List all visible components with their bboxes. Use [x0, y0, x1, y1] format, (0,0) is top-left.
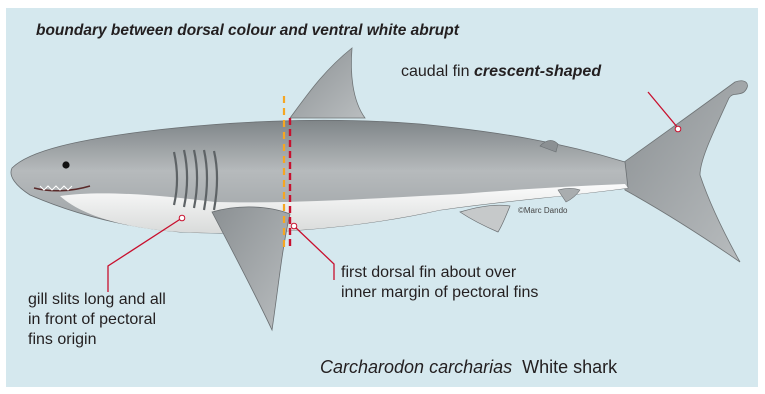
eye	[62, 161, 69, 168]
scientific-name: Carcharodon carcharias	[320, 357, 512, 377]
caudal-label-emphasis: crescent-shaped	[474, 63, 601, 80]
gill-label-line-2: in front of pectoral	[28, 310, 166, 330]
common-name: White shark	[522, 357, 617, 377]
dorsal-fin-label: first dorsal fin about over inner margin…	[341, 263, 538, 303]
artist-credit: ©Marc Dando	[518, 206, 567, 215]
dorsal-leader-line	[294, 226, 334, 280]
caudal-leader-line	[648, 92, 678, 128]
first-dorsal-fin	[290, 48, 365, 118]
gill-slits-label: gill slits long and all in front of pect…	[28, 290, 166, 350]
dorsal-label-line-2: inner margin of pectoral fins	[341, 283, 538, 303]
caudal-fin-label: caudal fin crescent-shaped	[401, 63, 601, 81]
gill-label-line-3: fins origin	[28, 330, 166, 350]
diagram-heading: boundary between dorsal colour and ventr…	[36, 22, 459, 40]
dorsal-label-line-1: first dorsal fin about over	[341, 263, 538, 283]
species-caption: Carcharodon carcharias White shark	[320, 357, 617, 378]
caudal-label-prefix: caudal fin	[401, 63, 474, 80]
pelvic-fin	[460, 205, 510, 232]
pectoral-fin	[212, 207, 290, 330]
anal-fin	[558, 189, 580, 203]
gill-label-line-1: gill slits long and all	[28, 290, 166, 310]
caudal-fin	[620, 81, 747, 262]
